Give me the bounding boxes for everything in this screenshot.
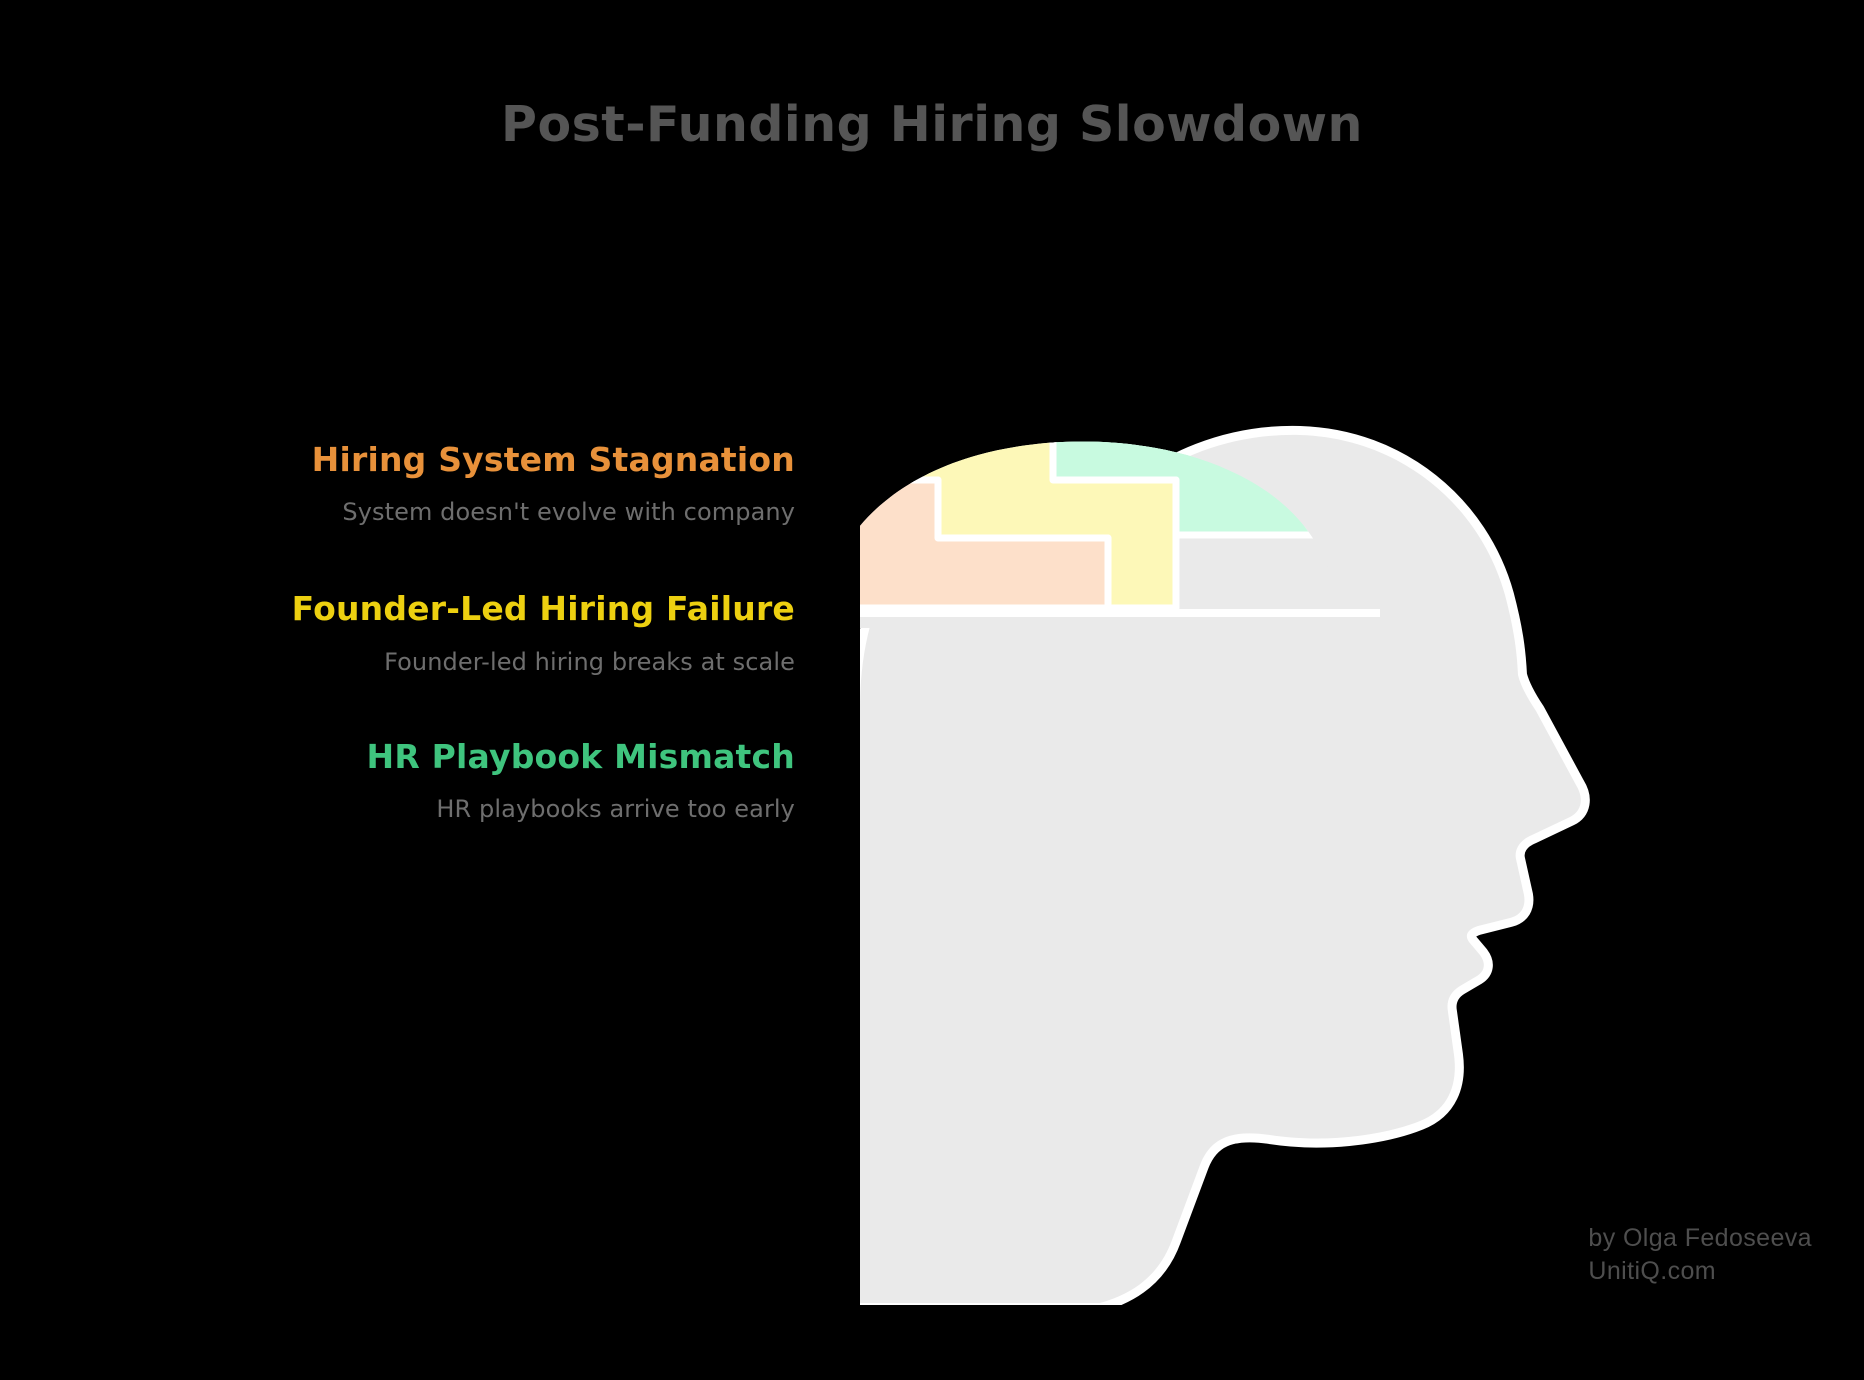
head-silhouette-svg: [860, 255, 1600, 1305]
attribution-site: UnitiQ.com: [1588, 1257, 1717, 1285]
head-illustration: [860, 255, 1600, 1305]
section-heading: Founder-Led Hiring Failure: [291, 589, 795, 629]
attribution: by Olga Fedoseeva UnitiQ.com: [1588, 1222, 1812, 1288]
section-description: HR playbooks arrive too early: [436, 794, 795, 823]
section-heading: Hiring System Stagnation: [311, 440, 795, 479]
section-heading: HR Playbook Mismatch: [366, 736, 795, 776]
attribution-author: by Olga Fedoseeva: [1588, 1224, 1812, 1252]
section-founder-led-hiring-failure: Founder-Led Hiring Failure Founder-led h…: [190, 589, 795, 678]
section-description: Founder-led hiring breaks at scale: [384, 647, 795, 676]
section-hiring-system-stagnation: Hiring System Stagnation System doesn't …: [190, 440, 795, 529]
section-hr-playbook-mismatch: HR Playbook Mismatch HR playbooks arrive…: [190, 737, 795, 826]
sections-list: Hiring System Stagnation System doesn't …: [190, 440, 795, 826]
page-title: Post-Funding Hiring Slowdown: [501, 96, 1363, 153]
section-description: System doesn't evolve with company: [342, 498, 795, 527]
